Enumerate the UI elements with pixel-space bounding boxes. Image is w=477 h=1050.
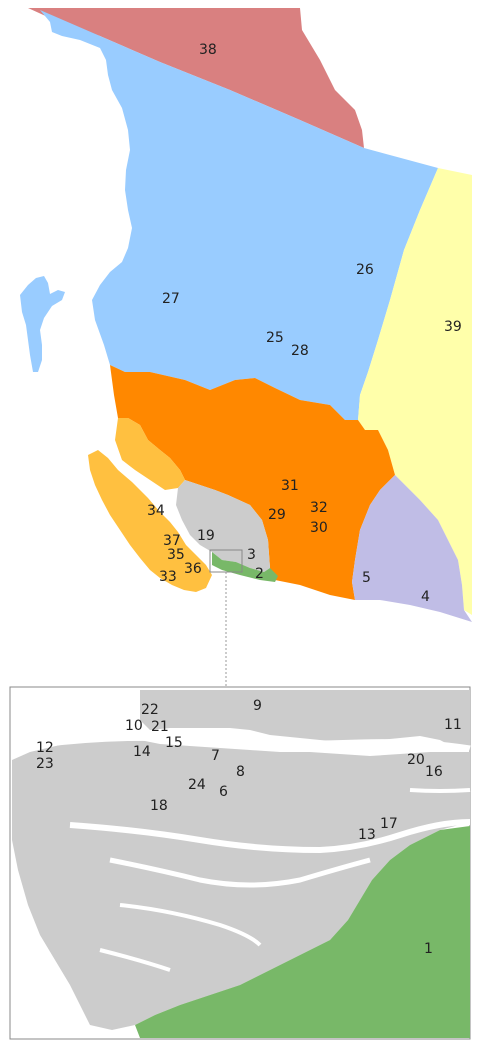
- region-green-main[interactable]: [212, 552, 278, 582]
- region-label: 29: [268, 507, 286, 523]
- region-label: 28: [291, 343, 309, 359]
- main-map: [20, 8, 472, 686]
- region-light-orange-north[interactable]: [115, 418, 185, 490]
- inset-river-branch-2: [119, 903, 262, 947]
- region-blue-north[interactable]: [40, 10, 438, 420]
- area-label: 17: [380, 816, 398, 832]
- region-label: 26: [356, 262, 374, 278]
- region-label: 36: [184, 561, 202, 577]
- area-label: 12: [36, 740, 54, 756]
- region-label: 31: [281, 478, 299, 494]
- region-label: 33: [159, 569, 177, 585]
- region-label: 3: [247, 547, 256, 563]
- island-west[interactable]: [20, 276, 65, 372]
- region-39[interactable]: [358, 168, 472, 615]
- inset-river-branch-3: [99, 948, 171, 972]
- inset-map: [9, 686, 471, 1040]
- region-label: 2: [255, 566, 264, 582]
- inset-river-east: [409, 788, 471, 793]
- region-label: 38: [199, 42, 217, 58]
- area-label: 1: [424, 941, 433, 957]
- region-gray[interactable]: [176, 480, 270, 572]
- area-label: 10: [125, 718, 143, 734]
- region-light-orange-island[interactable]: [88, 450, 212, 592]
- region-label: 4: [421, 589, 430, 605]
- area-label: 7: [211, 748, 220, 764]
- area-label: 21: [151, 719, 169, 735]
- inset-river-main: [69, 819, 471, 854]
- area-label: 18: [150, 798, 168, 814]
- inset-river-north: [39, 735, 471, 751]
- area-label: 11: [444, 717, 462, 733]
- area-label: 16: [425, 764, 443, 780]
- area-label: 22: [141, 702, 159, 718]
- region-lavender[interactable]: [352, 475, 472, 622]
- area-label: 23: [36, 756, 54, 772]
- inset-labels: 22 10 21 9 11 12 23 14 15 7 8 24 6 18 20…: [36, 698, 462, 957]
- main-labels: 38 26 27 25 28 39 31 29 32 30 34 37 19 3…: [147, 42, 462, 605]
- region-label: 34: [147, 503, 165, 519]
- area-label: 24: [188, 777, 206, 793]
- region-38[interactable]: [28, 8, 364, 148]
- inset-river-branch-1: [109, 857, 371, 888]
- region-label: 19: [197, 528, 215, 544]
- region-label: 37: [163, 533, 181, 549]
- inset-gray-land-north[interactable]: [140, 690, 470, 748]
- area-label: 6: [219, 784, 228, 800]
- region-label: 39: [444, 319, 462, 335]
- region-label: 25: [266, 330, 284, 346]
- area-label: 14: [133, 744, 151, 760]
- region-orange[interactable]: [110, 365, 395, 600]
- region-label: 5: [362, 570, 371, 586]
- region-label: 27: [162, 291, 180, 307]
- area-label: 20: [407, 752, 425, 768]
- area-label: 8: [236, 764, 245, 780]
- region-label: 35: [167, 547, 185, 563]
- inset-green-land[interactable]: [135, 826, 470, 1038]
- area-label: 9: [253, 698, 262, 714]
- area-label: 15: [165, 735, 183, 751]
- region-label: 32: [310, 500, 328, 516]
- area-label: 13: [358, 827, 376, 843]
- region-label: 30: [310, 520, 328, 536]
